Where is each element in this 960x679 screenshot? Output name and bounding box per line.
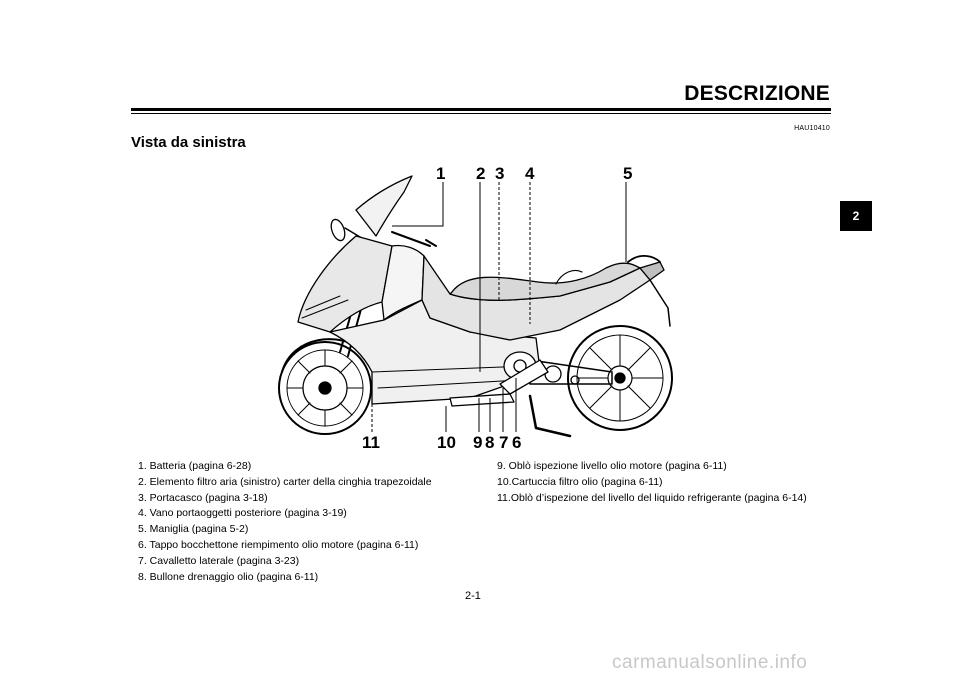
callout-2: 2 bbox=[476, 164, 486, 183]
callout-3: 3 bbox=[495, 164, 505, 183]
callout-9: 9 bbox=[473, 433, 483, 452]
callout-5: 5 bbox=[623, 164, 633, 183]
page-number: 2-1 bbox=[465, 590, 481, 602]
legend-item: 7. Cavalletto laterale (pagina 3-23) bbox=[138, 554, 300, 567]
section-code: HAU10410 bbox=[794, 125, 830, 132]
scooter-illustration bbox=[278, 175, 673, 438]
legend-right: 9. Oblò ispezione livello olio motore (p… bbox=[497, 459, 807, 506]
page-title: DESCRIZIONE bbox=[684, 82, 830, 105]
legend-item: 11.Oblò d’ispezione del livello del liqu… bbox=[497, 491, 807, 504]
callout-7: 7 bbox=[499, 433, 509, 452]
callout-10: 10 bbox=[437, 433, 456, 452]
legend-item: 3. Portacasco (pagina 3-18) bbox=[138, 491, 268, 504]
legend-left: 1. Batteria (pagina 6-28) 2. Elemento fi… bbox=[138, 459, 432, 585]
callout-6: 6 bbox=[512, 433, 522, 452]
callout-1: 1 bbox=[436, 164, 446, 183]
watermark: carmanualsonline.info bbox=[612, 652, 808, 673]
callout-8: 8 bbox=[485, 433, 495, 452]
chapter-tab: 2 bbox=[840, 201, 872, 231]
legend-item: 6. Tappo bocchettone riempimento olio mo… bbox=[138, 538, 419, 551]
legend-item: 9. Oblò ispezione livello olio motore (p… bbox=[497, 460, 727, 472]
callout-11: 11 bbox=[362, 433, 380, 452]
legend-item: 10.Cartuccia filtro olio (pagina 6-11) bbox=[497, 475, 663, 488]
legend-item: 1. Batteria (pagina 6-28) bbox=[138, 460, 252, 472]
legend-item: 2. Elemento filtro aria (sinistro) carte… bbox=[138, 475, 432, 488]
header-rule-thick bbox=[131, 108, 831, 111]
legend-item: 4. Vano portaoggetti posteriore (pagina … bbox=[138, 507, 347, 520]
callout-4: 4 bbox=[525, 164, 535, 183]
section-title: Vista da sinistra bbox=[131, 134, 246, 151]
legend-item: 5. Maniglia (pagina 5-2) bbox=[138, 523, 249, 536]
header-rule-thin bbox=[131, 113, 831, 114]
legend-item: 8. Bullone drenaggio olio (pagina 6-11) bbox=[138, 570, 319, 583]
